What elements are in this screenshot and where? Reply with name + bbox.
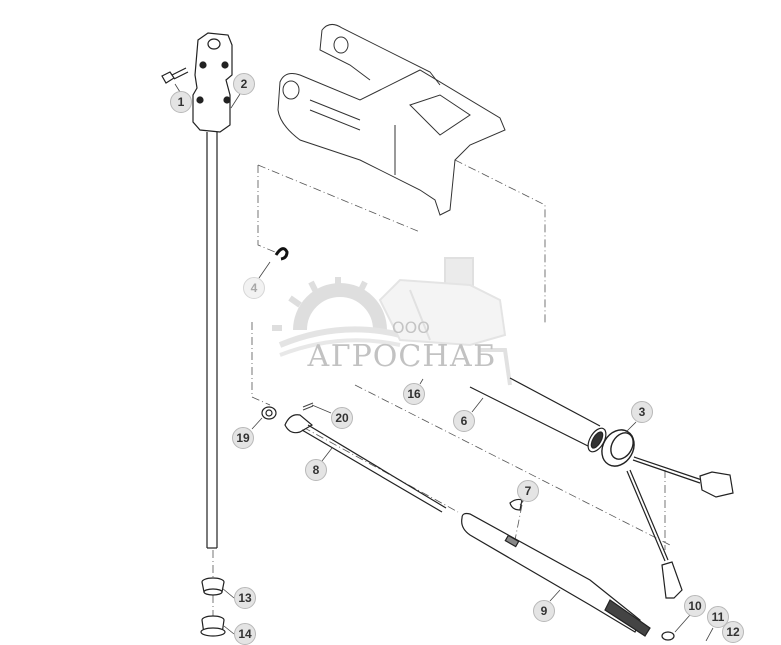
watermark-prefix: ООО — [392, 318, 430, 337]
universal-joint — [192, 32, 233, 133]
callout-14: 14 — [234, 623, 256, 645]
callout-2: 2 — [233, 73, 255, 95]
watermark-name: АГРОСНАБ — [307, 339, 496, 374]
callout-8: 8 — [305, 459, 327, 481]
callout-12: 12 — [722, 621, 744, 643]
woodruff-key — [509, 498, 523, 511]
sensor-ring — [601, 429, 635, 467]
callout-3: 3 — [631, 401, 653, 423]
callout-7: 7 — [517, 480, 539, 502]
callout-6: 6 — [453, 410, 475, 432]
tube — [469, 377, 607, 453]
assembly-guides — [212, 159, 671, 630]
bushing-14 — [200, 615, 226, 637]
washer-19 — [261, 406, 277, 420]
callout-4: 4 — [243, 277, 265, 299]
callout-1: 1 — [170, 91, 192, 113]
pin-20 — [302, 402, 314, 411]
callout-10: 10 — [684, 595, 706, 617]
clip — [274, 247, 289, 261]
washer-10 — [661, 631, 675, 641]
bushing-13 — [201, 577, 225, 596]
callout-11: 11 — [707, 606, 729, 628]
leader-lines — [174, 83, 714, 641]
bolt — [161, 67, 189, 84]
callout-13: 13 — [234, 587, 256, 609]
sensor-cable — [626, 456, 734, 599]
watermark-logo — [272, 257, 512, 386]
column-shaft — [206, 132, 218, 549]
callout-20: 20 — [331, 407, 353, 429]
steering-shaft — [461, 512, 651, 637]
callout-19: 19 — [232, 427, 254, 449]
callout-16: 16 — [403, 383, 425, 405]
callout-9: 9 — [533, 600, 555, 622]
support-bracket — [277, 24, 506, 216]
rod — [284, 414, 447, 513]
